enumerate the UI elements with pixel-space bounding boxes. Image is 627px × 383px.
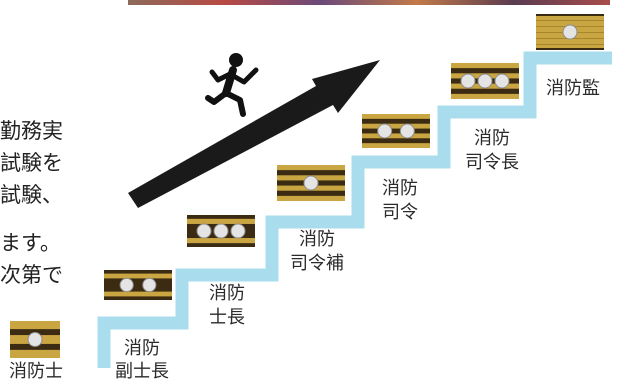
rank-star [213, 223, 229, 239]
insignia-icon [362, 114, 430, 149]
rank-2-label-line-1: 消防 [209, 283, 245, 304]
rank-6-insignia [536, 14, 604, 50]
rank-5-label-line-2: 司令長 [465, 152, 519, 173]
rank-3-label-line-2: 司令補 [290, 253, 344, 274]
rank-1-label-line-1: 消防 [124, 338, 160, 359]
intro-text-line-1: 勤務実 [0, 119, 63, 143]
rank-star [377, 123, 393, 139]
rank-4-insignia [362, 114, 430, 149]
insignia-icon [10, 321, 60, 358]
rank-0-label: 消防士 [9, 361, 63, 382]
rank-star [119, 277, 134, 293]
rank-5-label-line-1: 消防 [474, 128, 510, 149]
rank-2-label-line-2: 士長 [209, 307, 245, 328]
rank-star [562, 24, 578, 40]
rank-star [230, 223, 246, 239]
intro-text-line-2: 試験を [0, 151, 63, 175]
rank-star [477, 73, 493, 89]
rank-star [460, 73, 476, 89]
insignia-icon [536, 14, 604, 50]
rank-3-insignia [277, 165, 345, 202]
insignia-icon [104, 270, 172, 300]
rank-star [142, 277, 157, 293]
rank-1-label-line-2: 副士長 [115, 361, 169, 382]
intro-text-line-5: 次第で [0, 263, 63, 287]
intro-text-line-4: ます。 [0, 231, 61, 255]
rank-star [27, 332, 43, 347]
rank-star [494, 73, 510, 89]
rank-star [303, 175, 319, 191]
rank-0-insignia [10, 321, 60, 358]
insignia-icon [277, 165, 345, 202]
rank-4-label-line-1: 消防 [382, 178, 418, 199]
insignia-icon [187, 215, 255, 247]
rank-6-label: 消防監 [546, 78, 600, 99]
cropped-photo-strip [128, 0, 610, 5]
rank-2-insignia [187, 215, 255, 247]
rank-star [399, 123, 415, 139]
intro-text-line-3: 試験、 [0, 183, 63, 207]
upward-arrow-icon [128, 60, 380, 208]
rank-3-label-line-1: 消防 [299, 229, 335, 250]
rank-star [196, 223, 212, 239]
rank-4-label-line-2: 司令 [382, 202, 418, 223]
rank-1-insignia [104, 270, 172, 300]
rank-5-insignia [451, 63, 519, 100]
insignia-icon [451, 63, 519, 100]
runner-icon [205, 53, 259, 117]
